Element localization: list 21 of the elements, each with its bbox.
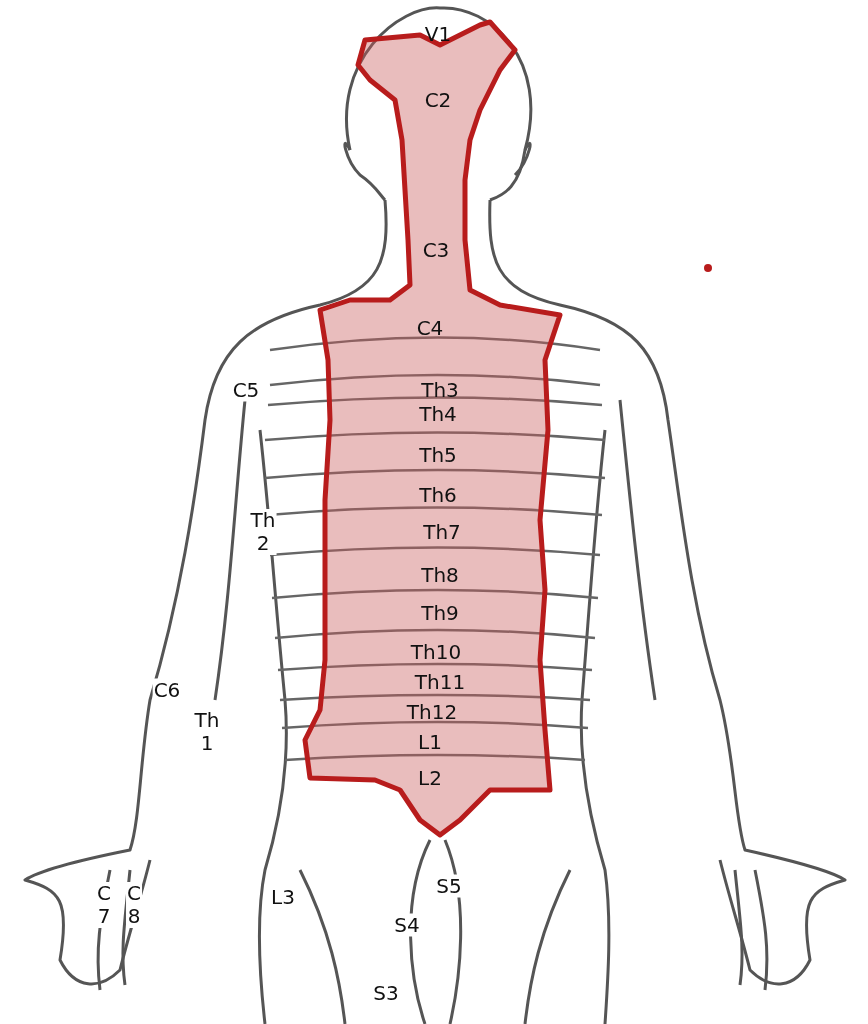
dermatome-label: C 7: [96, 882, 112, 928]
dermatome-label: L1: [418, 730, 442, 754]
dermatome-label: S5: [435, 874, 463, 898]
dermatome-label: L2: [418, 766, 442, 790]
dermatome-label: Th6: [419, 483, 457, 507]
dermatome-label: C 8: [126, 882, 142, 928]
dermatome-label: Th4: [419, 402, 457, 426]
dermatome-label: Th11: [414, 670, 466, 694]
dermatome-label: C4: [416, 316, 444, 340]
dermatome-label: V1: [424, 22, 452, 46]
dermatome-label: Th10: [410, 640, 462, 664]
dermatome-label: C3: [422, 238, 450, 262]
dermatome-label: Th12: [406, 700, 458, 724]
dermatome-label: Th 2: [249, 509, 277, 555]
dermatome-label: Th9: [421, 601, 459, 625]
dermatome-label: Th3: [421, 378, 459, 402]
dermatome-label: Th7: [423, 520, 461, 544]
dermatome-label: S4: [393, 913, 421, 937]
dermatome-label: Th8: [421, 563, 459, 587]
dermatome-label: Th5: [419, 443, 457, 467]
dermatome-label: C2: [424, 88, 452, 112]
